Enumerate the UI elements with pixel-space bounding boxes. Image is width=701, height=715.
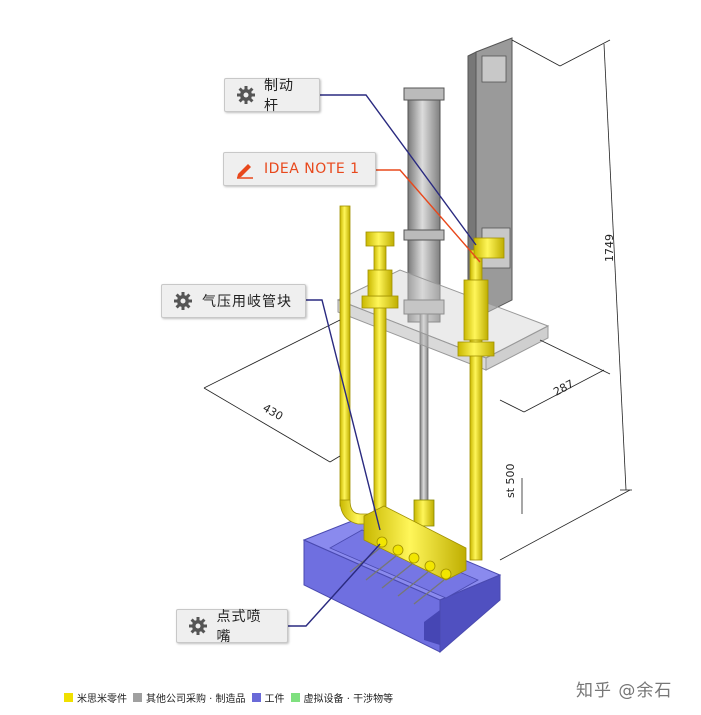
legend-item-virtual: 虚拟设备 · 干涉物等 <box>290 690 394 705</box>
dim-depth-label: 287 <box>551 377 576 398</box>
dim-height-label: 1749 <box>603 234 616 262</box>
legend-item-misumi: 米思米零件 <box>64 690 127 705</box>
callout-nozzle: 点式喷嘴 <box>176 609 288 645</box>
gear-icon <box>187 615 208 637</box>
callout-nozzle-label: 点式喷嘴 <box>216 609 262 645</box>
legend-item-purchased: 其他公司采购 · 制造品 <box>133 690 246 705</box>
callout-idea-note-label: IDEA NOTE 1 <box>264 161 360 177</box>
legend-label: 其他公司采购 · 制造品 <box>146 694 246 705</box>
watermark: 知乎 @余石 <box>576 681 673 701</box>
leader-nozzle <box>288 543 381 627</box>
legend-swatch <box>133 693 142 702</box>
leader-brake-rod <box>320 94 477 246</box>
legend-swatch <box>251 693 261 702</box>
air-cylinder <box>403 87 445 527</box>
nozzle-row <box>376 536 452 580</box>
gear-icon <box>235 84 256 106</box>
callout-idea-note: IDEA NOTE 1 <box>223 152 376 186</box>
dimension-lines <box>203 39 632 561</box>
callout-brake-rod: 制动杆 <box>224 78 320 114</box>
callout-manifold-label: 气压用岐管块 <box>202 294 292 310</box>
dim-width-label: 430 <box>261 401 286 423</box>
gear-icon <box>172 290 194 312</box>
pencil-icon <box>234 158 256 180</box>
dim-stroke-label: st 500 <box>504 463 517 498</box>
legend-label: 虚拟设备 · 干涉物等 <box>303 694 394 705</box>
legend-label: 工件 <box>264 694 285 705</box>
legend-swatch <box>64 693 73 702</box>
misumi-yellow-parts <box>339 205 505 605</box>
callout-brake-rod-label: 制动杆 <box>264 78 295 114</box>
legend-item-workpiece: 工件 <box>251 690 285 705</box>
legend: 米思米零件 其他公司采购 · 制造品 工件 虚拟设备 · 干涉物等 <box>64 690 399 705</box>
leader-idea-note <box>376 169 481 263</box>
legend-label: 米思米零件 <box>77 694 127 705</box>
legend-swatch <box>290 693 300 702</box>
leader-manifold <box>306 299 381 531</box>
callout-manifold: 气压用岐管块 <box>161 284 306 318</box>
leader-lines <box>288 94 481 627</box>
